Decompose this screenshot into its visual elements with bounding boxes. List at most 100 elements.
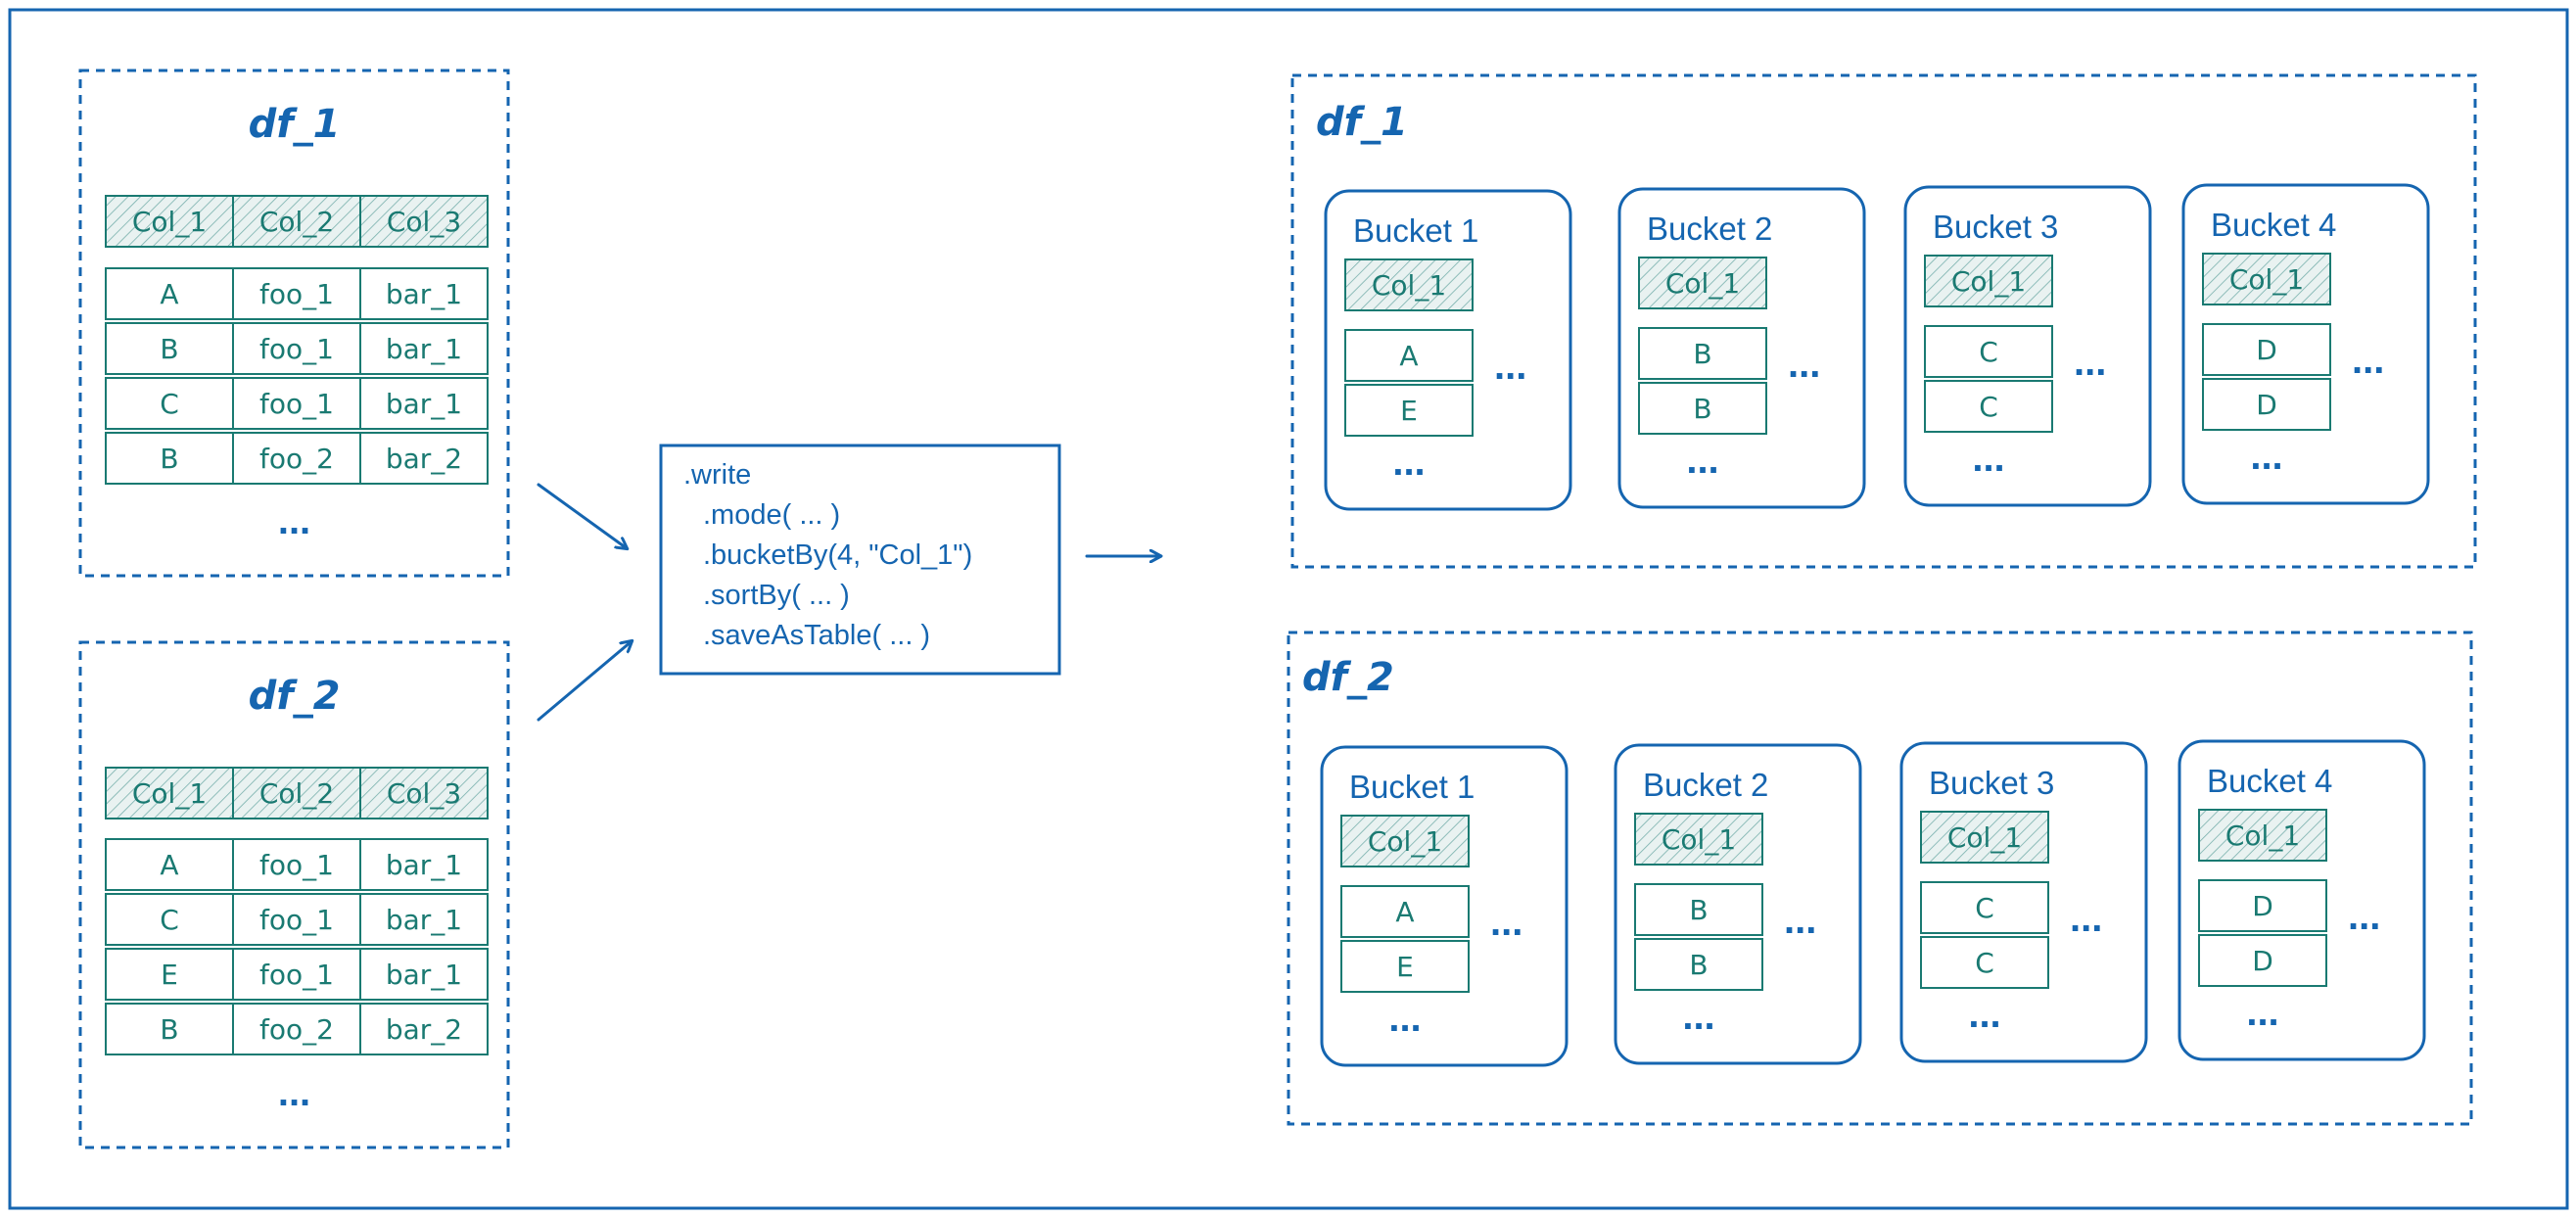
- bucket-value-cell: [1340, 940, 1470, 993]
- bucket-bottom-ellipsis: ...: [2250, 435, 2282, 478]
- column-header-label: Col_2: [259, 777, 334, 810]
- bucket-header-cell: [1920, 811, 2049, 864]
- table-cell: [359, 1003, 489, 1055]
- table-cell-value: foo_1: [259, 333, 334, 365]
- frame-title: df_2: [1302, 655, 1394, 700]
- bucket-bottom-ellipsis: ...: [2246, 991, 2278, 1034]
- column-header-cell: [359, 767, 489, 820]
- code-line: .write: [683, 459, 751, 491]
- bucket-header-label: Col_1: [1947, 821, 2022, 854]
- bucket-value-cell: [1634, 938, 1763, 991]
- bucket-side-ellipsis: ...: [2352, 339, 2384, 382]
- bucket-side-ellipsis: ...: [2070, 897, 2102, 940]
- table-cell: [232, 432, 361, 485]
- bucket-bottom-ellipsis: ...: [1968, 993, 2000, 1036]
- bucket-value-cell: [1634, 883, 1763, 936]
- table-cell-value: B: [160, 1013, 178, 1046]
- bucket: Bucket 4Col_1DD......: [2181, 183, 2430, 505]
- bucket-label: Bucket 2: [1647, 211, 1772, 247]
- bucket-label: Bucket 1: [1353, 212, 1478, 249]
- outer-frame: [8, 8, 2569, 1210]
- table-cell-value: bar_1: [386, 904, 462, 936]
- ellipsis: ...: [278, 499, 310, 542]
- bucket-value: A: [1395, 896, 1414, 928]
- frame-title: df_1: [249, 102, 341, 147]
- code-line: .bucketBy(4, "Col_1"): [703, 539, 972, 571]
- table-cell: [232, 1003, 361, 1055]
- bucket-label: Bucket 3: [1929, 765, 2054, 801]
- bucket-value: E: [1400, 395, 1418, 427]
- bucket-header-label: Col_1: [1368, 825, 1442, 858]
- table-cell: [105, 432, 234, 485]
- table-cell: [359, 893, 489, 946]
- bucket-value: C: [1975, 892, 1994, 924]
- bucket: Bucket 1Col_1AE......: [1320, 745, 1569, 1067]
- bucket-header-label: Col_1: [2225, 820, 2300, 852]
- column-header-cell: [232, 767, 361, 820]
- bucket: Bucket 2Col_1BB......: [1617, 187, 1866, 509]
- bucket-header-label: Col_1: [1665, 267, 1740, 300]
- bucket-header-label: Col_1: [1662, 823, 1736, 856]
- bucket-value: A: [1399, 340, 1418, 372]
- bucket-value-cell: [1920, 881, 2049, 934]
- bucket-value-cell: [1924, 380, 2053, 433]
- bucket-header-cell: [1344, 258, 1474, 311]
- bucket: Bucket 1Col_1AE......: [1324, 189, 1572, 511]
- bucket: Bucket 4Col_1DD......: [2178, 739, 2426, 1061]
- bucket-header-cell: [2202, 253, 2331, 305]
- table-cell: [359, 432, 489, 485]
- bucket-value: C: [1979, 391, 1998, 423]
- frame-border: [78, 69, 510, 578]
- frame-title: df_2: [249, 674, 341, 719]
- column-header-label: Col_3: [387, 206, 461, 238]
- bucket-bottom-ellipsis: ...: [1388, 997, 1421, 1040]
- bucket-header-cell: [1924, 255, 2053, 307]
- column-header-cell: [359, 195, 489, 248]
- bucket-value: B: [1693, 393, 1711, 425]
- table-cell-value: bar_1: [386, 849, 462, 881]
- table-cell-value: bar_2: [386, 443, 462, 475]
- table-cell-value: C: [160, 388, 179, 420]
- bucket-value: D: [2256, 334, 2277, 366]
- code-line: .mode( ... ): [703, 499, 840, 531]
- bucket-value-cell: [1340, 885, 1470, 938]
- bucket-label: Bucket 3: [1933, 209, 2058, 245]
- bucket-side-ellipsis: ...: [1494, 345, 1526, 388]
- table-cell: [105, 1003, 234, 1055]
- frame-border: [1287, 631, 2473, 1126]
- frame-title: df_1: [1316, 100, 1408, 145]
- column-header-cell: [105, 195, 234, 248]
- bucket-header-cell: [1638, 257, 1767, 309]
- table-cell: [232, 322, 361, 375]
- frame-border: [78, 640, 510, 1149]
- bucket-value: C: [1975, 947, 1994, 979]
- table-cell-value: bar_1: [386, 959, 462, 991]
- table-cell: [359, 267, 489, 320]
- table-cell: [232, 838, 361, 891]
- table-cell-value: bar_1: [386, 388, 462, 420]
- code-box: [659, 444, 1061, 676]
- table-cell-value: foo_1: [259, 849, 334, 881]
- table-cell: [359, 377, 489, 430]
- bucket-value: C: [1979, 336, 1998, 368]
- write-code-block: .write .mode( ... ) .bucketBy(4, "Col_1"…: [659, 444, 1061, 676]
- bucket-header-cell: [2198, 809, 2327, 862]
- bucket-value-cell: [1344, 384, 1474, 437]
- bucket-value-cell: [1638, 382, 1767, 435]
- bucket-value-cell: [2198, 879, 2327, 932]
- bucket-value-cell: [2198, 934, 2327, 987]
- table-cell-value: foo_1: [259, 278, 334, 310]
- table-cell-value: B: [160, 443, 178, 475]
- bucket-side-ellipsis: ...: [1784, 899, 1816, 942]
- bucket-value: B: [1689, 949, 1708, 981]
- bucket-header-label: Col_1: [2229, 263, 2304, 296]
- table-cell-value: E: [161, 959, 178, 991]
- table-cell-value: A: [160, 278, 178, 310]
- code-line: .sortBy( ... ): [703, 580, 850, 611]
- table-cell: [232, 377, 361, 430]
- arrow-df2-to-code: [537, 641, 632, 722]
- code-line: .saveAsTable( ... ): [703, 620, 930, 651]
